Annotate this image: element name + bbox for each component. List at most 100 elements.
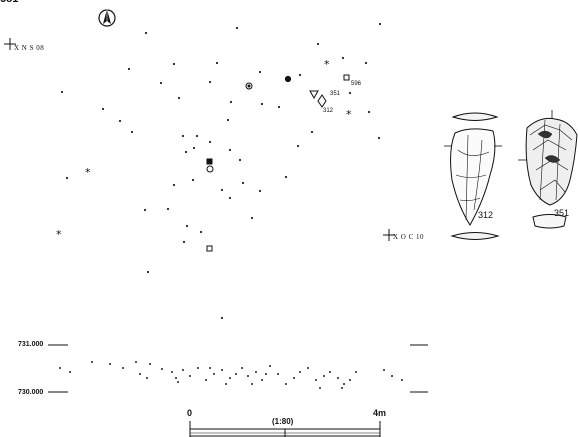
section-dot — [146, 377, 148, 379]
section-dot — [255, 371, 257, 373]
artifact-dot — [184, 150, 188, 154]
section-dot — [329, 371, 331, 373]
section-dot — [251, 383, 253, 385]
elevation-label-lower: 730.000 — [18, 389, 44, 396]
artifact-dot — [185, 224, 189, 228]
artifact-dot — [192, 146, 196, 150]
artifact-label-312: 312 — [323, 108, 334, 114]
asterisk-symbols: * * * * — [56, 58, 352, 241]
section-dot — [91, 361, 93, 363]
section-dot — [69, 371, 71, 373]
section-view — [48, 344, 428, 393]
artifact-dot — [310, 130, 314, 134]
artifact-dot — [215, 61, 219, 65]
section-dot — [343, 383, 345, 385]
artifact-dot — [65, 176, 69, 180]
artifact-dot — [144, 31, 148, 35]
artifact-dot — [258, 70, 262, 74]
section-dot — [391, 375, 393, 377]
section-dots — [59, 361, 403, 389]
artifact-dot — [367, 110, 371, 114]
section-dot — [225, 383, 227, 385]
artifact-dot — [341, 56, 345, 60]
artifact-dot — [348, 91, 352, 95]
section-dot — [265, 373, 267, 375]
artifact-dot — [378, 22, 382, 26]
diamond-symbol — [317, 94, 327, 108]
artifact-dot — [238, 158, 242, 162]
grid-label-right: X O C 10 — [393, 233, 425, 241]
artifact-dot — [258, 189, 262, 193]
figure-number: 681 — [0, 0, 18, 5]
artifact-dot — [220, 316, 224, 320]
asterisk-symbol: * — [324, 58, 330, 71]
section-dot — [171, 371, 173, 373]
section-dot — [401, 379, 403, 381]
artifact-dot — [199, 230, 203, 234]
asterisk-symbol: * — [56, 228, 62, 241]
circle-symbol — [206, 165, 214, 173]
section-dot — [139, 373, 141, 375]
artifact-dot — [296, 144, 300, 148]
artifact-dot — [60, 90, 64, 94]
artifact-dot — [191, 178, 195, 182]
section-dot — [197, 367, 199, 369]
artifact-drawing-312 — [444, 112, 502, 240]
artifact-dot — [118, 119, 122, 123]
section-dot — [307, 367, 309, 369]
artifact-dot — [182, 240, 186, 244]
square-symbol — [343, 74, 350, 81]
artifact-dot — [364, 61, 368, 65]
grid-cross-right — [383, 229, 395, 241]
artifact-dot — [277, 105, 281, 109]
asterisk-symbol: * — [85, 166, 91, 179]
artifact-dot — [159, 81, 163, 85]
section-dot — [315, 379, 317, 381]
scale-end-label: 4m — [373, 408, 387, 418]
artifact-dot — [181, 134, 185, 138]
section-dot — [319, 387, 321, 389]
section-dot — [285, 383, 287, 385]
grid-label-top-left: X N S 08 — [14, 44, 45, 52]
section-dot — [59, 367, 61, 369]
artifact-label-596: 596 — [351, 81, 362, 87]
artifact-dot — [166, 207, 170, 211]
section-dot — [269, 365, 271, 367]
section-dot — [135, 361, 137, 363]
section-dot — [149, 363, 151, 365]
artifact-dot — [143, 208, 147, 212]
artifact-dot — [228, 196, 232, 200]
artifact-dot — [229, 100, 233, 104]
artifact-dot — [208, 80, 212, 84]
artifact-dot — [130, 130, 134, 134]
circle-dot-symbol — [245, 82, 253, 90]
special-symbols — [206, 74, 350, 252]
artifact-drawing-351 — [518, 110, 578, 229]
section-dot — [337, 377, 339, 379]
section-dot — [229, 377, 231, 379]
section-dot — [355, 371, 357, 373]
drawing-number-312: 312 — [478, 210, 494, 220]
artifact-dot — [127, 67, 131, 71]
section-dot — [189, 375, 191, 377]
artifact-dots — [60, 22, 382, 320]
artifact-dot — [220, 188, 224, 192]
section-dot — [323, 375, 325, 377]
scale-bar — [189, 421, 381, 437]
artifact-dot — [101, 107, 105, 111]
artifact-dot — [172, 62, 176, 66]
section-dot — [349, 379, 351, 381]
artifact-label-351: 351 — [330, 91, 341, 97]
artifact-dot — [146, 270, 150, 274]
section-dot — [235, 373, 237, 375]
section-dot — [182, 369, 184, 371]
artifact-dot — [228, 148, 232, 152]
section-dot — [293, 377, 295, 379]
artifact-dot — [172, 183, 176, 187]
artifact-dot — [195, 134, 199, 138]
section-dot — [175, 377, 177, 379]
artifact-dot — [284, 175, 288, 179]
section-dot — [205, 379, 207, 381]
triangle-symbol — [309, 90, 319, 100]
filled-square-symbol — [206, 158, 213, 165]
